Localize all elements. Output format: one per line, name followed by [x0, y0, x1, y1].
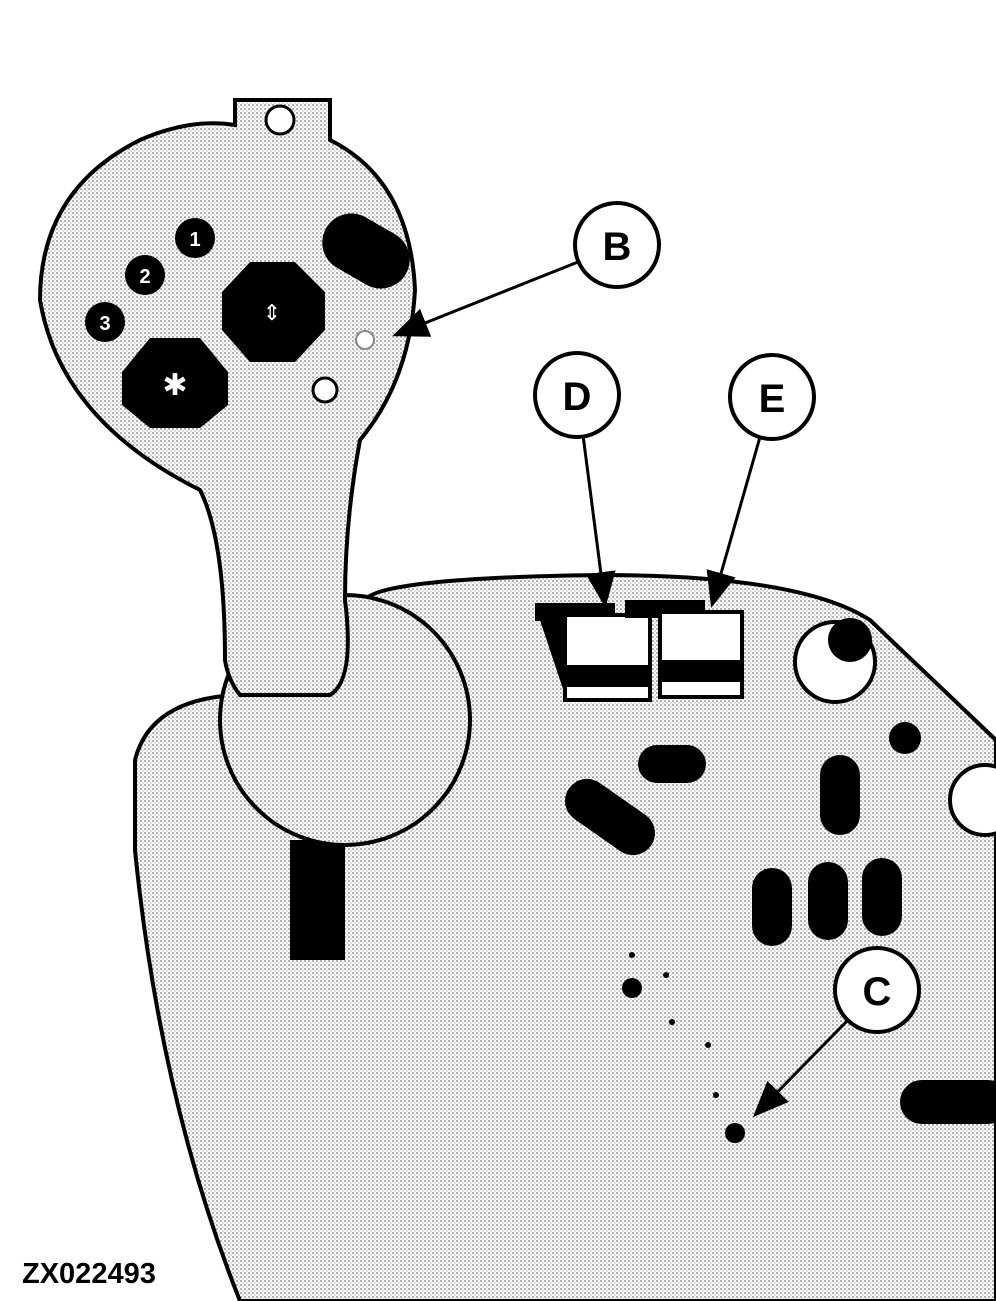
- small-button[interactable]: [311, 376, 339, 404]
- arrows-icon: ⇕: [263, 301, 281, 326]
- asterisk-icon: ✱: [162, 368, 187, 403]
- lever-shaft: [290, 840, 345, 960]
- button-3[interactable]: 3: [85, 302, 125, 342]
- rocker-2[interactable]: [752, 868, 792, 946]
- figure-id: ZX022493: [22, 1258, 156, 1290]
- hat-switch-left[interactable]: [122, 338, 228, 428]
- button-1[interactable]: 1: [175, 218, 215, 258]
- speed-dial[interactable]: [622, 952, 745, 1143]
- svg-text:3: 3: [99, 313, 110, 335]
- svg-text:D: D: [563, 375, 592, 419]
- bottom-right-button[interactable]: [900, 1080, 996, 1124]
- hat-switch-right[interactable]: [222, 262, 325, 362]
- rocker-3[interactable]: [808, 862, 848, 940]
- button-2[interactable]: 2: [125, 255, 165, 295]
- switch-d[interactable]: [535, 603, 652, 702]
- svg-text:B: B: [603, 225, 632, 269]
- callout-b: B: [392, 201, 661, 337]
- switch-e[interactable]: [625, 600, 744, 699]
- svg-text:2: 2: [139, 266, 150, 288]
- svg-text:C: C: [863, 970, 892, 1014]
- rocker-4[interactable]: [862, 858, 902, 936]
- raise-lower-console-button[interactable]: [556, 770, 663, 863]
- raise-lower-button[interactable]: [312, 203, 421, 299]
- svg-text:1: 1: [189, 229, 200, 251]
- rotary-knob-2[interactable]: [948, 763, 996, 837]
- callout-c: C: [752, 946, 921, 1118]
- top-button[interactable]: [264, 104, 296, 136]
- callout-d: D: [533, 351, 621, 608]
- hitch-button[interactable]: [638, 745, 706, 783]
- svg-text:E: E: [759, 377, 786, 421]
- rocker-1[interactable]: [820, 755, 860, 835]
- button-b[interactable]: [355, 330, 375, 350]
- callout-e: E: [706, 353, 816, 608]
- knob-cap: [828, 618, 872, 662]
- indicator-light: [889, 722, 921, 754]
